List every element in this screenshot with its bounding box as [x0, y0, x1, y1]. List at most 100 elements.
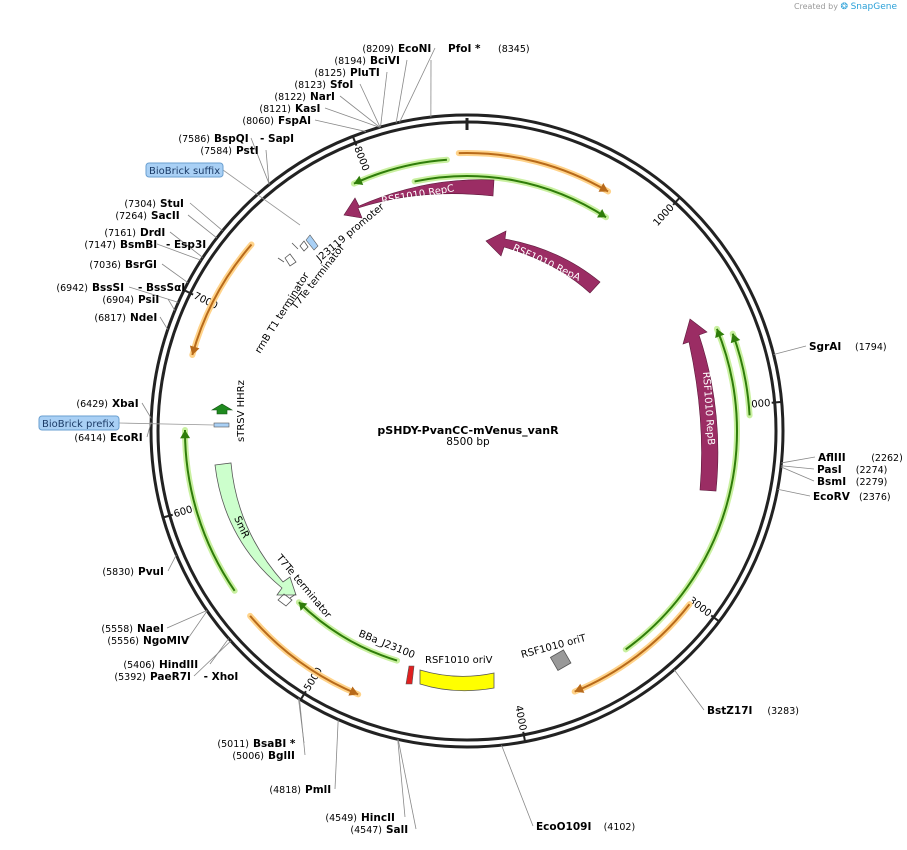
tick-mark — [522, 731, 527, 742]
t7te-terminator-bottom-icon[interactable] — [277, 593, 297, 607]
restriction-site[interactable]: (5830)PvuI — [102, 566, 164, 578]
orf-arc[interactable] — [625, 328, 738, 651]
restriction-site[interactable]: (7586)BspQI- SapI — [178, 133, 294, 145]
restriction-site[interactable]: (5006)BglII — [232, 750, 295, 762]
site-name: PstI — [236, 145, 259, 157]
restriction-site[interactable]: (6904)PsiI — [102, 294, 159, 306]
restriction-site[interactable]: (6942)BssSI- BssSαI — [56, 282, 185, 294]
tick-mark — [672, 196, 681, 206]
site-name: NaeI — [137, 623, 164, 635]
site-labels: (8209)EcoNI (8345) PfoI * (8194)BciVI(8125)… — [56, 43, 902, 836]
site-leader — [777, 488, 811, 497]
oriv-box[interactable] — [419, 669, 495, 692]
site-position: (8345) — [498, 44, 530, 55]
restriction-site[interactable]: (2274)PasI — [817, 464, 887, 476]
orf-arc[interactable] — [414, 175, 607, 219]
site-name: PfoI * — [448, 43, 481, 55]
restriction-site[interactable]: (5556)NgoMIV — [107, 635, 189, 647]
restriction-site[interactable]: (5392)PaeR7I- XhoI — [114, 671, 238, 683]
site-leader — [250, 137, 270, 185]
orf-arc[interactable] — [574, 603, 691, 693]
biobrick-prefix-box[interactable] — [38, 415, 120, 431]
tick-mark — [183, 289, 194, 296]
restriction-site[interactable]: (7304)StuI — [124, 198, 184, 210]
restriction-site[interactable]: (7584)PstI — [200, 145, 258, 157]
orf-arc[interactable] — [191, 243, 253, 356]
watermark-brand: SnapGene — [850, 2, 897, 12]
restriction-site[interactable]: (3283)BstZ17I — [707, 705, 799, 717]
site-leader — [780, 466, 815, 482]
orf-arc[interactable] — [249, 615, 359, 696]
site-position: (6429) — [76, 399, 108, 410]
orf-arc[interactable] — [298, 601, 398, 662]
restriction-site[interactable]: (4818)PmlI — [269, 784, 331, 796]
orf-arrowhead — [730, 333, 741, 344]
restriction-site[interactable]: (4102)EcoO109I — [536, 821, 635, 833]
site-name-extra: - BssSαI — [138, 282, 185, 294]
site-name: PasI — [817, 464, 842, 476]
site-name: PluTI — [350, 67, 380, 79]
restriction-site[interactable]: (4549)HincII — [325, 812, 395, 824]
repc-arrow[interactable] — [343, 179, 495, 219]
t7te-terminator-top-icon[interactable] — [291, 240, 309, 252]
restriction-site[interactable]: (8209)EcoNI — [362, 43, 431, 55]
orf-arrowhead — [598, 183, 609, 192]
site-leader — [781, 465, 815, 470]
j23119-promoter[interactable] — [305, 234, 319, 251]
restriction-site[interactable]: (6414)EcoRI — [74, 432, 142, 444]
site-leader — [209, 638, 229, 665]
biobrick-suffix-box[interactable] — [145, 162, 224, 178]
site-leader-lines — [128, 47, 816, 830]
rrnb-terminator-icon[interactable] — [277, 253, 297, 267]
site-leader — [380, 71, 388, 128]
snapgene-watermark: Created by ❂ SnapGene — [794, 2, 897, 12]
site-name: PvuI — [138, 566, 164, 578]
smr-arrow[interactable] — [214, 462, 297, 596]
restriction-site[interactable]: (8125)PluTI — [314, 67, 379, 79]
restriction-site[interactable]: (8121)KasI — [259, 103, 320, 115]
restriction-site[interactable]: (5011)BsaBI * — [217, 738, 295, 750]
restriction-site[interactable]: (6817)NdeI — [94, 312, 157, 324]
site-position: (6942) — [56, 283, 88, 294]
orf-arrowhead — [715, 328, 725, 339]
restriction-site[interactable]: (8194)BciVI — [334, 55, 399, 67]
restriction-site[interactable]: (6429)XbaI — [76, 398, 138, 410]
restriction-site[interactable]: (5406)HindIII — [123, 659, 198, 671]
site-position: (4549) — [325, 813, 357, 824]
repb-label: RSF1010 RepB — [700, 371, 716, 445]
restriction-site[interactable]: (2376)EcoRV — [813, 491, 891, 503]
watermark-prefix: Created by — [793, 2, 838, 11]
restriction-site[interactable]: (2262)AflIII — [818, 452, 903, 464]
restriction-site[interactable]: (8345) PfoI * — [448, 43, 530, 55]
orf-arc[interactable] — [184, 429, 236, 592]
site-name: PaeR7I — [150, 671, 191, 683]
site-name: BspQI — [214, 133, 249, 145]
restriction-site[interactable]: (7264)SacII — [115, 210, 179, 222]
restriction-site[interactable]: (7036)BsrGI — [89, 259, 157, 271]
restriction-site[interactable]: (4547)SalI — [350, 824, 408, 836]
restriction-site[interactable]: (8060)FspAI — [242, 115, 311, 127]
j23100-promoter[interactable] — [405, 665, 415, 685]
restriction-site[interactable]: (7147)BsmBI- Esp3I — [84, 239, 206, 251]
restriction-site[interactable]: (1794)SgrAI — [809, 341, 887, 353]
strsv-marker[interactable] — [213, 422, 230, 428]
site-position: (2376) — [859, 492, 891, 503]
restriction-site[interactable]: (2279)BsmI — [817, 476, 887, 488]
strsv-ribozyme[interactable] — [210, 403, 234, 415]
repb-arrow[interactable] — [682, 318, 719, 492]
site-name: NgoMIV — [143, 635, 190, 647]
site-position: (7147) — [84, 240, 116, 251]
site-position: (5392) — [114, 672, 146, 683]
site-name: EcoNI — [398, 43, 431, 55]
orf-arrowhead — [353, 175, 364, 185]
orit-box[interactable] — [549, 649, 572, 671]
restriction-site[interactable]: (8122)NarI — [274, 91, 335, 103]
restriction-site[interactable]: (7161)DrdI — [104, 227, 165, 239]
restriction-site[interactable]: (5558)NaeI — [101, 623, 164, 635]
orf-arc[interactable] — [353, 158, 447, 185]
orf-arc[interactable] — [458, 152, 609, 193]
restriction-site[interactable]: (8123)SfoI — [294, 79, 353, 91]
repa-arrow[interactable] — [485, 230, 601, 294]
site-name-extra: - Esp3I — [166, 239, 206, 251]
